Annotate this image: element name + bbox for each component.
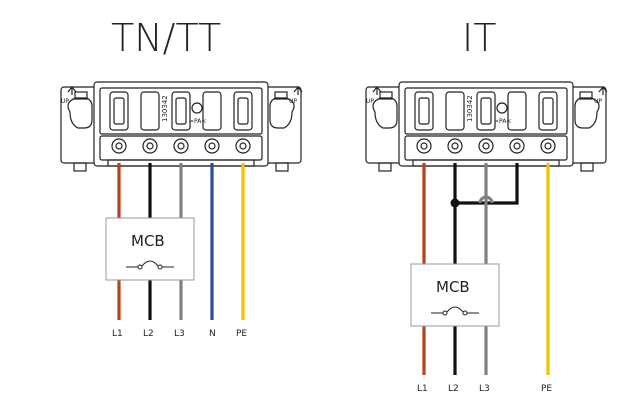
mcb-left: MCB bbox=[105, 217, 195, 281]
up-label-left-b: UP bbox=[289, 98, 297, 105]
it-diagram: IT bbox=[365, 16, 608, 394]
wire-label-pe-right: PE bbox=[541, 384, 552, 394]
wire-label-l2-left: L2 bbox=[143, 329, 154, 339]
switch-symbol-left bbox=[126, 260, 174, 270]
part-number-right: 130342 bbox=[466, 95, 474, 122]
terminal-slots bbox=[109, 91, 253, 131]
screw-terminals-right bbox=[416, 138, 556, 154]
screw-terminals bbox=[111, 138, 251, 154]
wire-label-l3-right: L3 bbox=[479, 384, 490, 394]
it-title: IT bbox=[462, 16, 496, 60]
part-number-left: 130342 bbox=[161, 95, 169, 122]
wire-label-l3-left: L3 bbox=[174, 329, 185, 339]
tn-tt-diagram: TN/TT bbox=[60, 16, 303, 339]
mcb-left-label: MCB bbox=[131, 232, 165, 250]
wire-label-l1-left: L1 bbox=[112, 329, 123, 339]
up-label-right-a: UP bbox=[366, 98, 374, 105]
terminal-slots-right bbox=[414, 91, 558, 131]
connector-right bbox=[365, 81, 608, 172]
mcb-right: MCB bbox=[410, 263, 500, 327]
pa-label-right: >PA< bbox=[494, 118, 511, 125]
connector-left bbox=[60, 81, 303, 172]
jumper-wire-right bbox=[455, 163, 519, 205]
wire-label-n-left: N bbox=[209, 329, 216, 339]
wire-label-l1-right: L1 bbox=[417, 384, 428, 394]
wire-label-pe-left: PE bbox=[236, 329, 247, 339]
up-label-left-a: UP bbox=[61, 98, 69, 105]
mcb-right-label: MCB bbox=[436, 278, 470, 296]
pa-label-left: >PA< bbox=[189, 118, 206, 125]
junction-dot-right bbox=[450, 198, 460, 208]
wire-label-l2-right: L2 bbox=[448, 384, 459, 394]
wires-left bbox=[117, 163, 245, 320]
up-label-right-b: UP bbox=[594, 98, 602, 105]
tn-tt-title: TN/TT bbox=[111, 16, 221, 60]
switch-symbol-right bbox=[431, 306, 479, 316]
